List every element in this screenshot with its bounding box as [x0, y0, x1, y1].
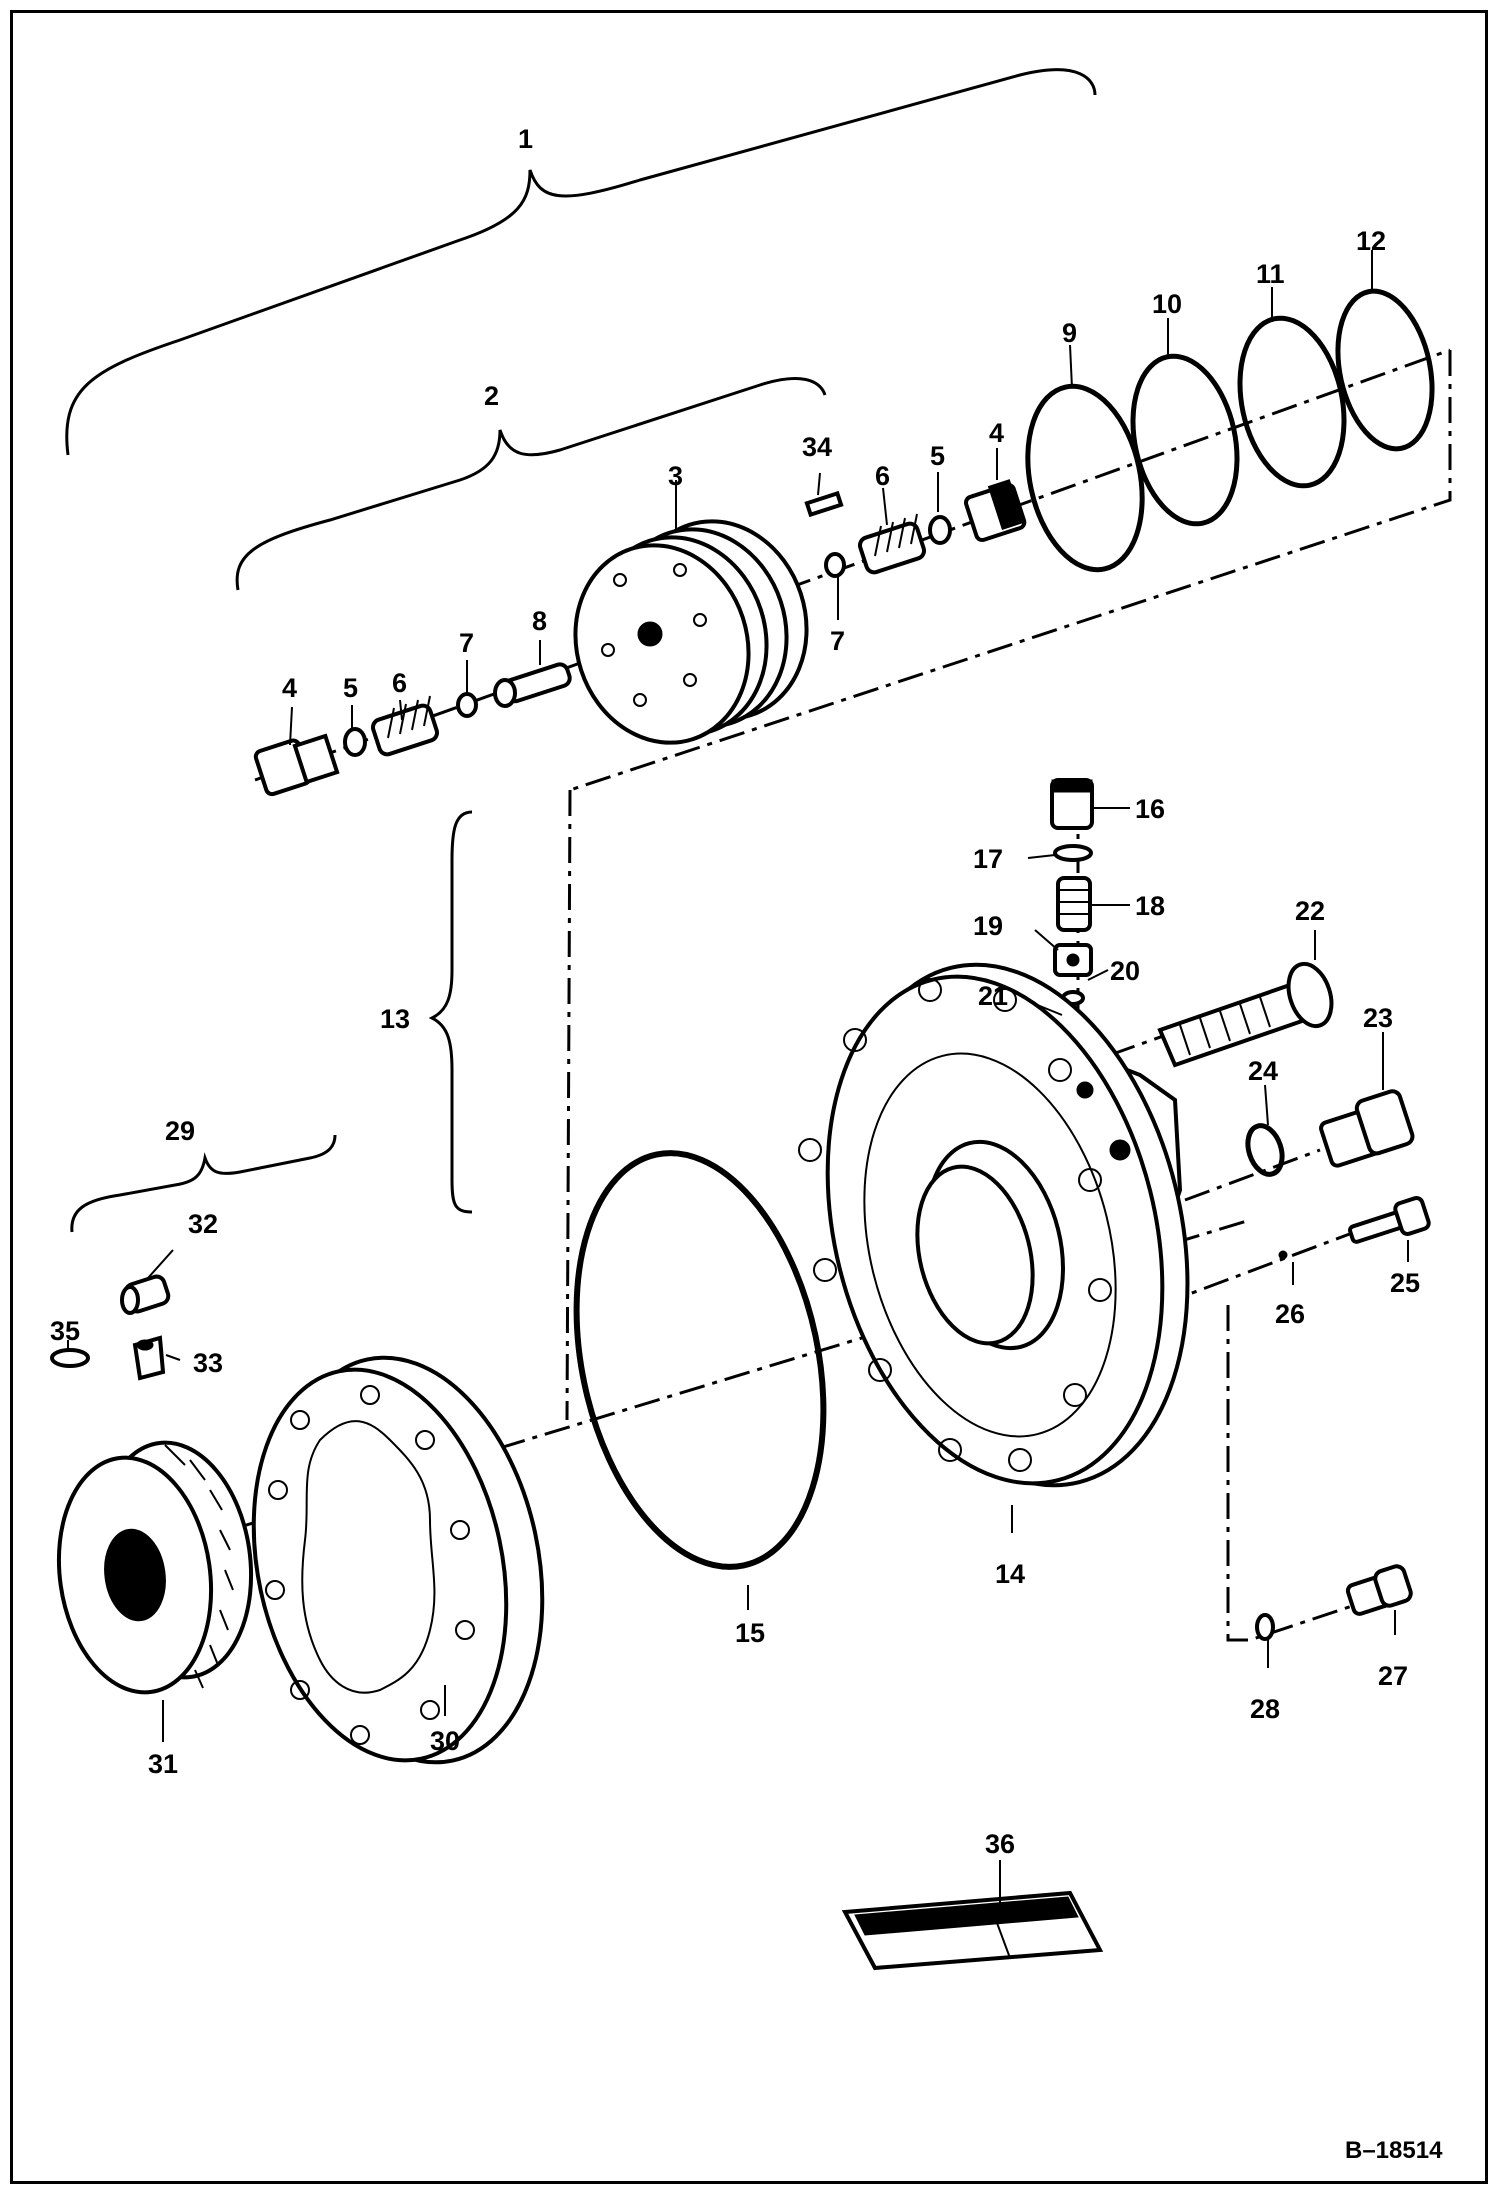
part-7-ball-right — [824, 552, 846, 578]
bracket-13 — [428, 810, 473, 1214]
callout-23: 23 — [1363, 1003, 1393, 1033]
part-24-o-ring — [1245, 1123, 1285, 1177]
part-14-housing — [798, 962, 1190, 1488]
callout-5b: 5 — [930, 441, 945, 471]
part-18-spring — [1056, 876, 1092, 932]
callout-15: 15 — [735, 1618, 765, 1648]
callout-19: 19 — [973, 911, 1003, 941]
callout-35: 35 — [50, 1316, 80, 1346]
callout-7b: 7 — [830, 626, 845, 656]
axis-line-23 — [1184, 1148, 1321, 1202]
part-17-washer — [1053, 844, 1093, 862]
callout-27: 27 — [1378, 1661, 1408, 1691]
bracket-1 — [65, 68, 1097, 456]
axis-line-right — [569, 350, 1452, 792]
axis-line-upper — [254, 348, 1451, 782]
part-7-ball-left — [456, 692, 478, 718]
part-23-plug — [1319, 1089, 1415, 1168]
callout-6a: 6 — [392, 668, 407, 698]
part-16-cap — [1050, 778, 1094, 830]
callout-12: 12 — [1356, 226, 1386, 256]
part-33-key — [132, 1335, 166, 1381]
callout-20: 20 — [1110, 956, 1140, 986]
callout-4b: 4 — [989, 418, 1004, 448]
axis-line-27 — [1226, 1305, 1371, 1642]
part-6-spring-right — [857, 513, 927, 575]
callout-21: 21 — [978, 981, 1008, 1011]
part-5-washer-right — [928, 515, 952, 545]
leader-lines — [67, 250, 1409, 1905]
part-31-rotor — [56, 1440, 254, 1695]
callout-28: 28 — [1250, 1694, 1280, 1724]
callout-13: 13 — [380, 1004, 410, 1034]
part-15-o-ring — [573, 1150, 827, 1570]
callout-36: 36 — [985, 1829, 1015, 1859]
part-6-spring-left — [370, 695, 440, 757]
part-26-washer — [1278, 1250, 1288, 1260]
part-34-pin — [804, 490, 844, 518]
callout-1: 1 — [518, 124, 533, 154]
part-3-valve-housing — [573, 519, 809, 745]
callout-32: 32 — [188, 1209, 218, 1239]
callout-18: 18 — [1135, 891, 1165, 921]
part-30-stator — [251, 1355, 545, 1765]
part-19-poppet — [1053, 943, 1093, 977]
callout-2: 2 — [484, 381, 499, 411]
part-4-plug-right — [963, 479, 1027, 543]
callout-31: 31 — [148, 1749, 178, 1779]
callout-17: 17 — [973, 844, 1003, 874]
callout-4a: 4 — [282, 673, 297, 703]
part-12-seal-ring — [1335, 288, 1435, 452]
callout-29: 29 — [165, 1116, 195, 1146]
part-35-ring — [50, 1348, 90, 1368]
callout-24: 24 — [1248, 1056, 1278, 1086]
part-10-seal-ring — [1130, 353, 1240, 527]
part-4-plug-left — [253, 733, 340, 797]
callout-7a: 7 — [459, 628, 474, 658]
part-5-washer-left — [343, 727, 367, 757]
part-callouts: 1 2 3 34 6 5 4 9 10 11 12 7 4 5 6 7 8 16… — [50, 124, 1443, 2164]
part-11-seal-ring — [1237, 315, 1347, 489]
axis-line-25 — [1159, 1230, 1356, 1307]
figure-reference: B–18514 — [1345, 2137, 1443, 2164]
part-25-screw — [1348, 1196, 1431, 1244]
callout-6b: 6 — [875, 461, 890, 491]
part-32-pin — [120, 1274, 171, 1315]
part-28-washer — [1255, 1613, 1275, 1641]
callout-11: 11 — [1256, 259, 1285, 289]
callout-30: 30 — [430, 1726, 460, 1756]
bracket-29 — [70, 1134, 337, 1233]
part-8-pin — [493, 662, 572, 708]
callout-3: 3 — [668, 461, 683, 491]
axis-line-left-vertical — [565, 789, 572, 1421]
callout-33: 33 — [193, 1348, 223, 1378]
bracket-2 — [235, 376, 827, 591]
callout-5a: 5 — [343, 673, 358, 703]
callout-26: 26 — [1275, 1299, 1305, 1329]
callout-16: 16 — [1135, 794, 1165, 824]
callout-25: 25 — [1390, 1268, 1420, 1298]
callout-8: 8 — [532, 606, 547, 636]
callout-22: 22 — [1295, 896, 1325, 926]
callout-14: 14 — [995, 1559, 1025, 1589]
part-36-decal — [841, 1890, 1104, 1971]
part-27-plug — [1345, 1564, 1413, 1616]
callout-34: 34 — [802, 432, 832, 462]
callout-9: 9 — [1062, 318, 1077, 348]
part-22-shaft — [1157, 961, 1334, 1068]
callout-10: 10 — [1152, 289, 1182, 319]
